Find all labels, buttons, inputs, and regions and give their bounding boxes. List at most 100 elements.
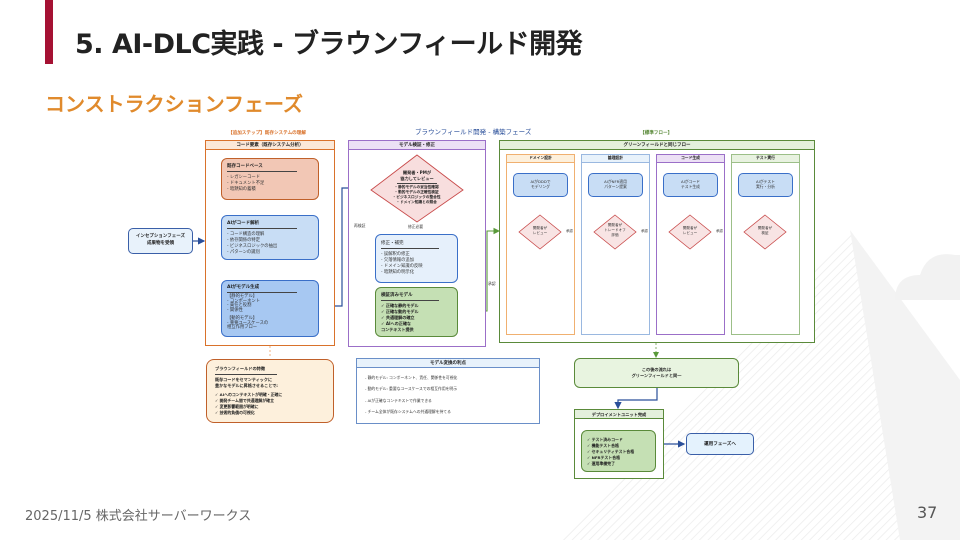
- cloud-shape: [895, 254, 960, 300]
- lane-review-line: 開発者が: [532, 226, 548, 230]
- lane-task: AIがDDDで モデリング: [513, 173, 568, 197]
- deploy-unit-item: ✓ NFRテスト合格: [587, 455, 620, 460]
- review-diamond-line2: 協力してレビュー: [400, 176, 434, 181]
- to-operations-box: 運用フェーズへ: [686, 433, 754, 455]
- lane-code-generation: コード生成: [656, 154, 725, 335]
- label-fix-needed: 修正必要: [408, 224, 424, 229]
- ai-model-item: - コンポーネント: [227, 298, 260, 304]
- inception-line2: 成果物を受領: [147, 241, 174, 246]
- lane-review-line: 開発者が: [607, 223, 623, 227]
- to-operations-label: 運用フェーズへ: [704, 442, 736, 447]
- ai-model-item: - 重要ユースケースの: [227, 320, 269, 326]
- lane-task-line: モデリング: [531, 184, 550, 189]
- lane-header: ドメイン設計: [507, 155, 574, 163]
- existing-code-title: 既存コードベース: [227, 164, 263, 169]
- lane-review-diamond: [668, 214, 712, 250]
- lane-title: 論理設計: [607, 155, 624, 160]
- validated-model-item: ✓ 正確な動的モデル: [381, 309, 419, 314]
- footer-date-company: 2025/11/5 株式会社サーバーワークス: [25, 509, 252, 524]
- slide-title: 5. AI-DLC実践 - ブラウンフィールド開発: [75, 29, 583, 60]
- lane-task-line: AIがコード: [681, 179, 700, 184]
- lane-task: AIがコード テスト生成: [663, 173, 718, 197]
- brownfield-features-item: ✓ AIへのコンテキストが明確・正確に: [215, 392, 283, 397]
- additional-step-title: コード要素（既存システム分析）: [236, 142, 304, 148]
- divider: [227, 171, 297, 172]
- deploy-unit-item: ✓ 機能テスト合格: [587, 443, 619, 448]
- review-item: - ドメイン知識との照合: [397, 200, 437, 204]
- lane-review-diamond: [743, 214, 787, 250]
- ai-model-item: 相互作用フロー: [227, 325, 258, 330]
- lane-title: ドメイン設計: [529, 155, 552, 160]
- lane-review-diamond: [593, 214, 637, 250]
- lane-review-line: 開発者が: [757, 226, 773, 230]
- standard-flow-title: グリーンフィールドと同じフロー: [623, 142, 691, 148]
- lane-review-line: 検証: [761, 231, 769, 235]
- divider: [215, 374, 277, 375]
- arrow-after-to-deploy: [614, 388, 658, 410]
- deploy-unit-checklist: ✓ テスト済みコード ✓ 機能テスト合格 ✓ セキュリティテスト合格 ✓ NFR…: [581, 430, 656, 472]
- lane-review-line: レビュー: [532, 231, 548, 235]
- deploy-unit-item: ✓ 運用準備完了: [587, 461, 615, 466]
- deploy-unit-item: ✓ テスト済みコード: [587, 437, 623, 442]
- label-re-verify: 再検証: [354, 223, 366, 228]
- model-validation-header: モデル検証・修正: [349, 141, 485, 150]
- ai-analysis-item: - パターンの識別: [227, 250, 260, 255]
- mountain-shape: [850, 230, 960, 540]
- lane-review-diamond: [518, 214, 562, 250]
- lane-review-line: 評価: [611, 233, 619, 237]
- approve-label: 承認: [566, 229, 573, 234]
- lane-task-line: AIがDDDで: [530, 179, 551, 184]
- model-benefits-item: - AIが正確なコンテキストで作業できる: [365, 398, 432, 403]
- lane-task-line: 実行・分析: [756, 184, 775, 189]
- inception-line1: インセプションフェーズ: [135, 234, 186, 239]
- validated-model-title: 検証済みモデル: [381, 293, 413, 298]
- after-flow-line1: この後の流れは: [641, 367, 672, 372]
- fix-box-item: - 誤解釈の修正: [381, 252, 410, 257]
- lane-header: コード生成: [657, 155, 724, 163]
- after-flow-box: この後の流れは グリーンフィールドと同一: [574, 358, 739, 388]
- ai-model-title: AIがモデル生成: [227, 285, 260, 290]
- ai-analysis-title: AIがコード解析: [227, 221, 260, 226]
- diagram-main-title: ブラウンフィールド開発 - 構築フェーズ: [415, 128, 532, 136]
- model-benefits-item: - 静的モデル: コンポーネント、責任、関係性を可視化: [365, 375, 458, 380]
- review-diamond-line1: 開発者・PMが: [402, 170, 432, 175]
- label-approve: 承認: [488, 281, 496, 286]
- lane-header: 論理設計: [582, 155, 649, 163]
- divider: [227, 292, 297, 293]
- additional-step-caption: 【追加ステップ】既存システムの理解: [228, 131, 306, 136]
- ai-analysis-box: AIがコード解析 - コード構造の理解 - 依存関係の特定 - ビジネスロジック…: [221, 215, 319, 260]
- brownfield-features-item: ✓ 変更影響範囲が明確に: [215, 404, 259, 409]
- ai-model-item: 【静的モデル】: [227, 294, 258, 299]
- existing-code-item: - レガシーコード: [227, 175, 260, 180]
- model-benefits-header: モデル変換の利点: [357, 359, 539, 368]
- brownfield-features-title: ブラウンフィールドの特徴: [215, 366, 266, 371]
- existing-code-item: - ドキュメント不足: [227, 181, 265, 186]
- inception-box: インセプションフェーズ 成果物を受領: [128, 228, 193, 254]
- ai-model-item: 【動的モデル】: [227, 316, 258, 321]
- validated-model-box: 検証済みモデル ✓ 正確な静的モデル ✓ 正確な動的モデル ✓ 共通理解の確立 …: [375, 287, 458, 337]
- ai-model-box: AIがモデル生成 【静的モデル】 - コンポーネント - 責任と役割 - 関係性…: [221, 280, 319, 337]
- approve-label: 承認: [641, 229, 648, 234]
- lane-logical-design: 論理設計: [581, 154, 650, 335]
- divider: [381, 300, 439, 301]
- standard-flow-header: グリーンフィールドと同じフロー: [500, 141, 814, 150]
- lane-domain-design: ドメイン設計: [506, 154, 575, 335]
- ai-analysis-item: - ビジネスロジックの抽出: [227, 244, 278, 249]
- review-item: - 動的モデルの正確性検証: [395, 190, 439, 194]
- lane-task-line: テスト生成: [681, 184, 700, 189]
- lane-task-line: AIがテスト: [756, 179, 775, 184]
- divider: [381, 248, 439, 249]
- model-validation-title: モデル検証・修正: [399, 142, 435, 148]
- existing-code-item: - 暗黙知の蓄積: [227, 187, 256, 192]
- validated-model-item: ✓ 正確な静的モデル: [381, 303, 419, 308]
- approve-label: 承認: [716, 229, 723, 234]
- ai-analysis-item: - 依存関係の特定: [227, 238, 260, 243]
- divider: [227, 228, 297, 229]
- lane-task: AIがNFR適用 パターン提案: [588, 173, 643, 197]
- standard-flow-caption: 【標準フロー】: [640, 131, 673, 136]
- model-benefits-item: - 動的モデル: 重要なユースケースでの相互作用を明示: [365, 386, 458, 391]
- slide-subtitle: コンストラクションフェーズ: [45, 92, 303, 116]
- brownfield-features-intro: 豊かなモデルに昇格させることで:: [215, 383, 278, 388]
- brownfield-features-item: ✓ 技術的負債の可視化: [215, 410, 255, 415]
